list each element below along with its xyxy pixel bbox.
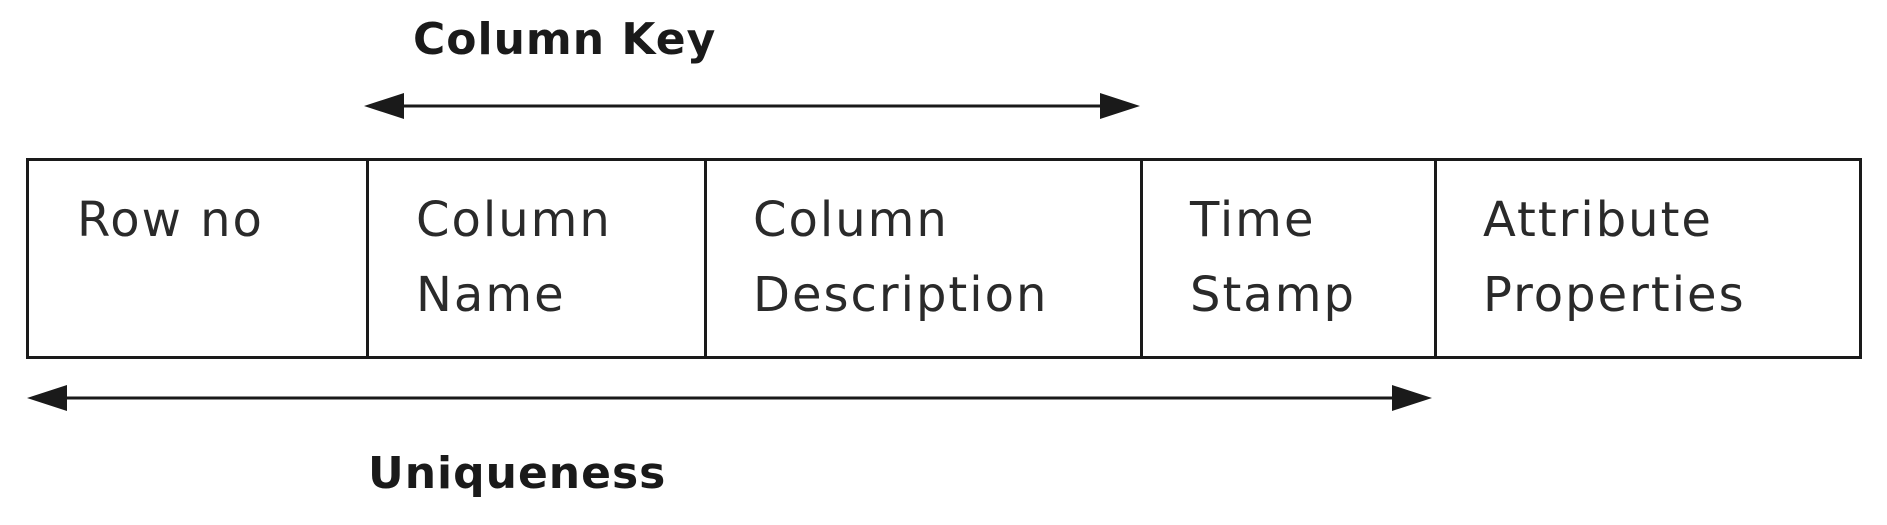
cell-row-no: Row no	[29, 161, 369, 356]
cell-text-line: Column	[753, 192, 949, 248]
cell-text-line: Properties	[1483, 267, 1746, 323]
cell-attribute-properties: Attribute Properties	[1437, 161, 1859, 356]
column-key-arrow	[364, 93, 1140, 119]
record-structure-table: Row no Column Name Column Description Ti…	[26, 158, 1862, 359]
cell-column-name: Column Name	[369, 161, 707, 356]
cell-text-line: Stamp	[1190, 267, 1356, 323]
cell-text-line: Row no	[77, 192, 264, 248]
arrowhead-right	[1392, 385, 1432, 411]
cell-text-line: Attribute	[1483, 192, 1713, 248]
cell-text-line: Time	[1190, 192, 1316, 248]
cell-time-stamp: Time Stamp	[1143, 161, 1437, 356]
arrowhead-right	[1100, 93, 1140, 119]
uniqueness-label: Uniqueness	[368, 448, 667, 499]
cell-text-line: Name	[416, 267, 566, 323]
arrowhead-left	[364, 93, 404, 119]
cell-text-line: Description	[753, 267, 1049, 323]
cell-column-description: Column Description	[707, 161, 1143, 356]
column-key-label: Column Key	[413, 14, 717, 65]
arrowhead-left	[27, 385, 67, 411]
cell-text-line: Column	[416, 192, 612, 248]
uniqueness-arrow	[27, 385, 1432, 411]
